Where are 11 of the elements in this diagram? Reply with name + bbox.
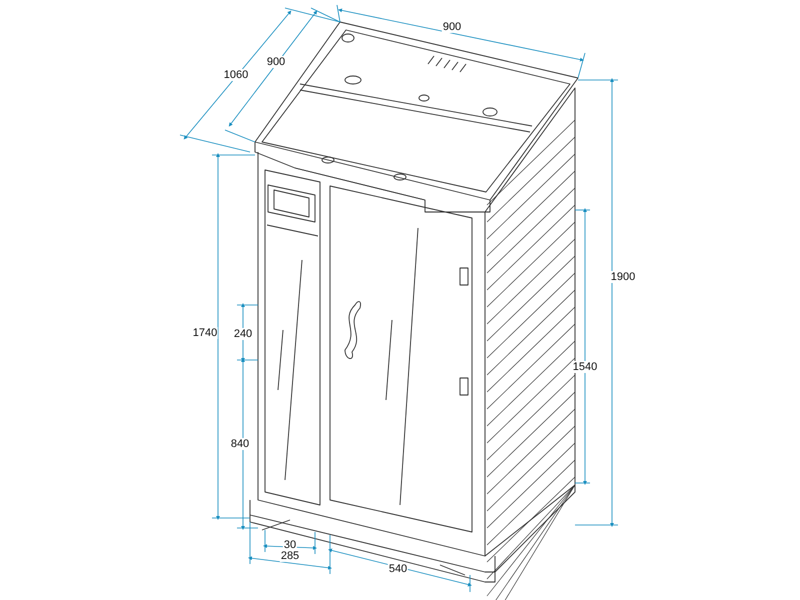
dimension-label: 900: [442, 21, 462, 33]
dimension-label: 840: [230, 438, 250, 450]
dimension-label: 1900: [610, 271, 636, 283]
dimension-label: 240: [232, 328, 254, 340]
dimension-label: 540: [388, 563, 408, 575]
dimension-label: 900: [266, 56, 286, 68]
dimension-label: 285: [280, 550, 300, 562]
dimension-label: 30: [282, 539, 298, 551]
dimension-label: 1060: [222, 69, 250, 81]
dimension-label: 1540: [572, 361, 598, 373]
dimension-label: 1740: [192, 327, 218, 339]
